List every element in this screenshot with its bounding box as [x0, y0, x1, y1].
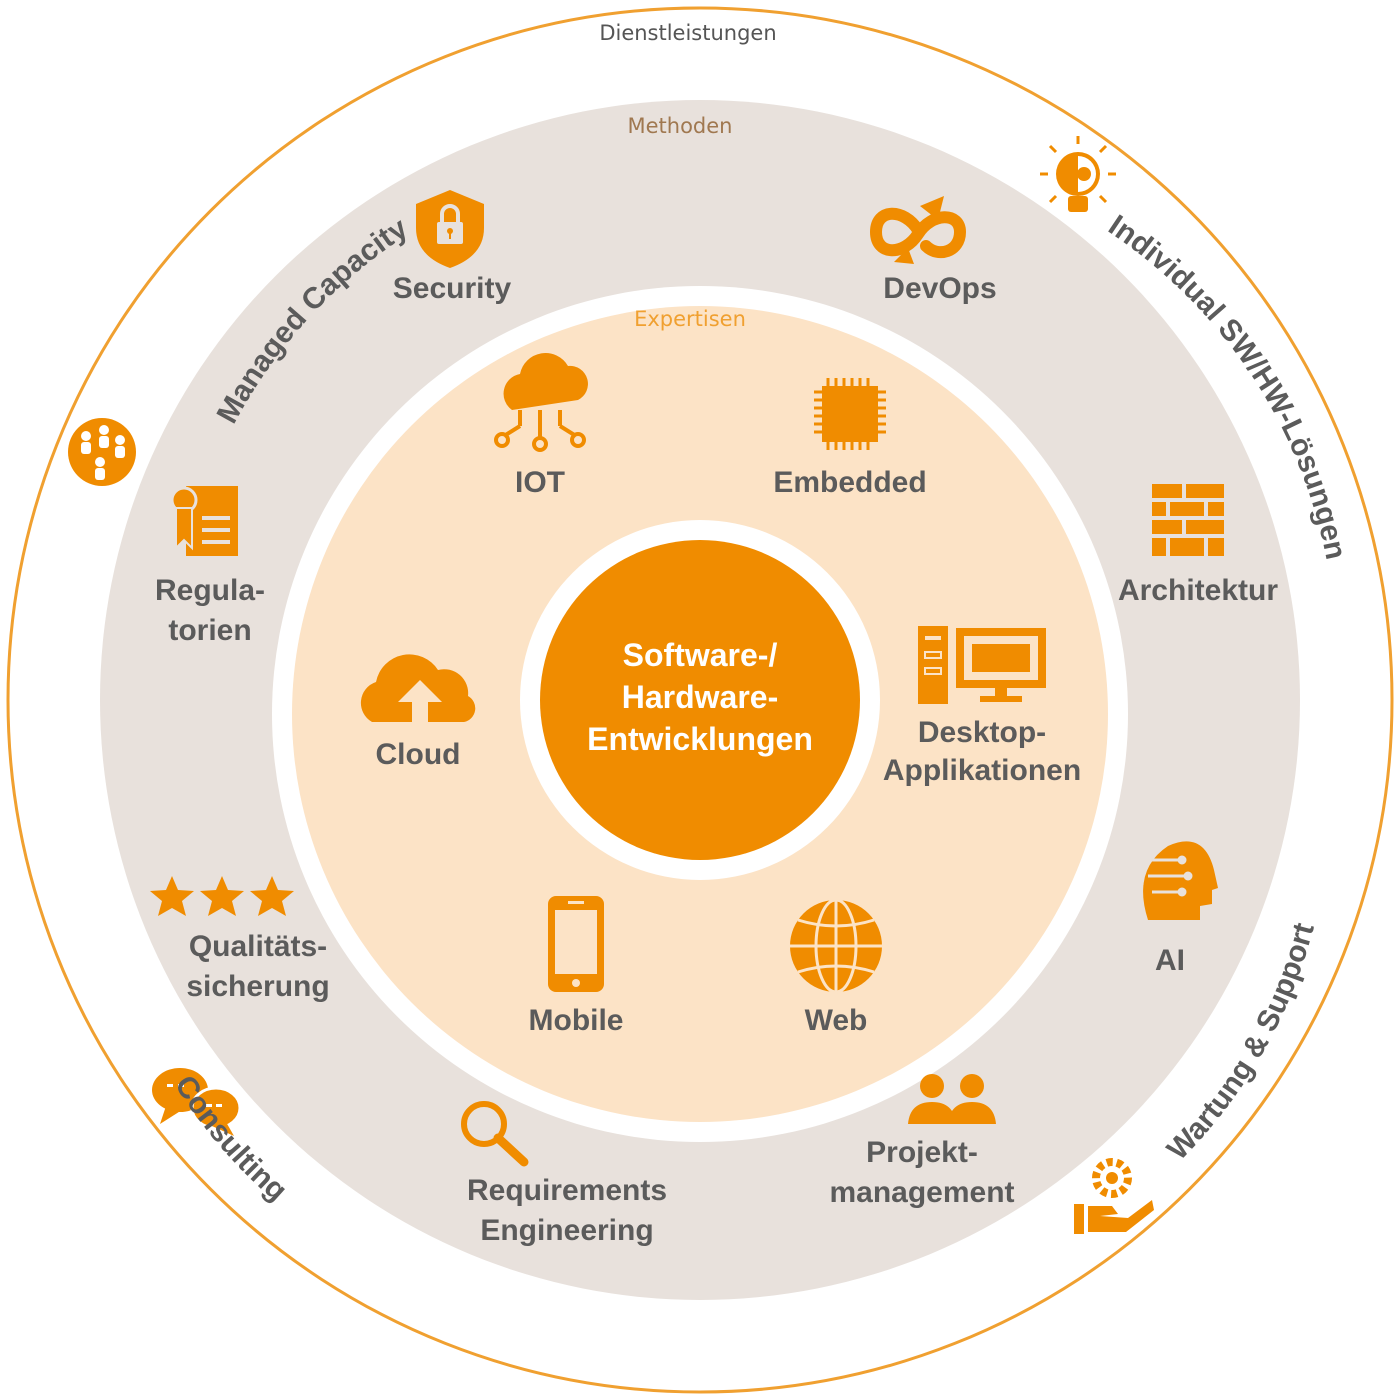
expertise-cloud-label: Cloud — [376, 738, 461, 771]
method-qualitaet-line-2: sicherung — [186, 970, 329, 1003]
expertise-desktop-line-1: Desktop- — [918, 716, 1046, 749]
brain-head-icon — [1143, 841, 1218, 920]
team-circle-icon — [68, 418, 136, 486]
methods-ring-title: Methoden — [628, 114, 733, 138]
method-requirements-line-1: Requirements — [467, 1174, 667, 1207]
method-projekt-line-2: management — [829, 1176, 1014, 1209]
desktop-computer-icon — [918, 626, 1046, 704]
method-security-label: Security — [393, 272, 512, 305]
expertise-web-label: Web — [805, 1004, 868, 1037]
expertise-ring-title: Expertisen — [634, 307, 746, 331]
expertise-mobile-label: Mobile — [529, 1004, 624, 1037]
method-regulatorien-line-2: torien — [168, 614, 251, 647]
center-line-3: Entwicklungen — [587, 721, 813, 757]
speech-bubbles-icon — [152, 1068, 242, 1136]
infinity-loop-icon — [869, 196, 967, 264]
expertise-desktop-line-2: Applikationen — [883, 754, 1081, 787]
smartphone-icon — [548, 896, 604, 992]
certificate-icon — [170, 486, 238, 556]
cloud-network-icon — [494, 353, 588, 452]
globe-icon — [790, 898, 882, 994]
magnifier-icon — [461, 1101, 529, 1167]
chip-icon — [814, 378, 886, 450]
stars-icon — [150, 876, 294, 916]
method-devops-label: DevOps — [883, 272, 996, 305]
cloud-upload-icon — [360, 654, 476, 722]
center-line-1: Software-/ — [623, 637, 778, 673]
shield-lock-icon — [416, 190, 484, 268]
method-ai-label: AI — [1155, 944, 1185, 977]
center-line-2: Hardware- — [622, 679, 779, 715]
method-projekt-line-1: Projekt- — [866, 1136, 978, 1169]
method-requirements-line-2: Engineering — [480, 1214, 653, 1247]
expertise-iot-label: IOT — [515, 466, 565, 499]
services-ring-title: Dienstleistungen — [599, 21, 776, 45]
expertise-embedded-label: Embedded — [773, 466, 926, 499]
people-icon — [908, 1074, 996, 1124]
lightbulb-gear-icon — [1040, 136, 1116, 212]
method-regulatorien-line-1: Regula- — [155, 574, 265, 607]
method-architektur-label: Architektur — [1118, 574, 1278, 607]
brick-wall-icon — [1152, 484, 1224, 556]
center-circle — [540, 540, 860, 860]
hand-gear-icon — [1074, 1158, 1154, 1234]
method-qualitaet-line-1: Qualitäts- — [189, 930, 327, 963]
